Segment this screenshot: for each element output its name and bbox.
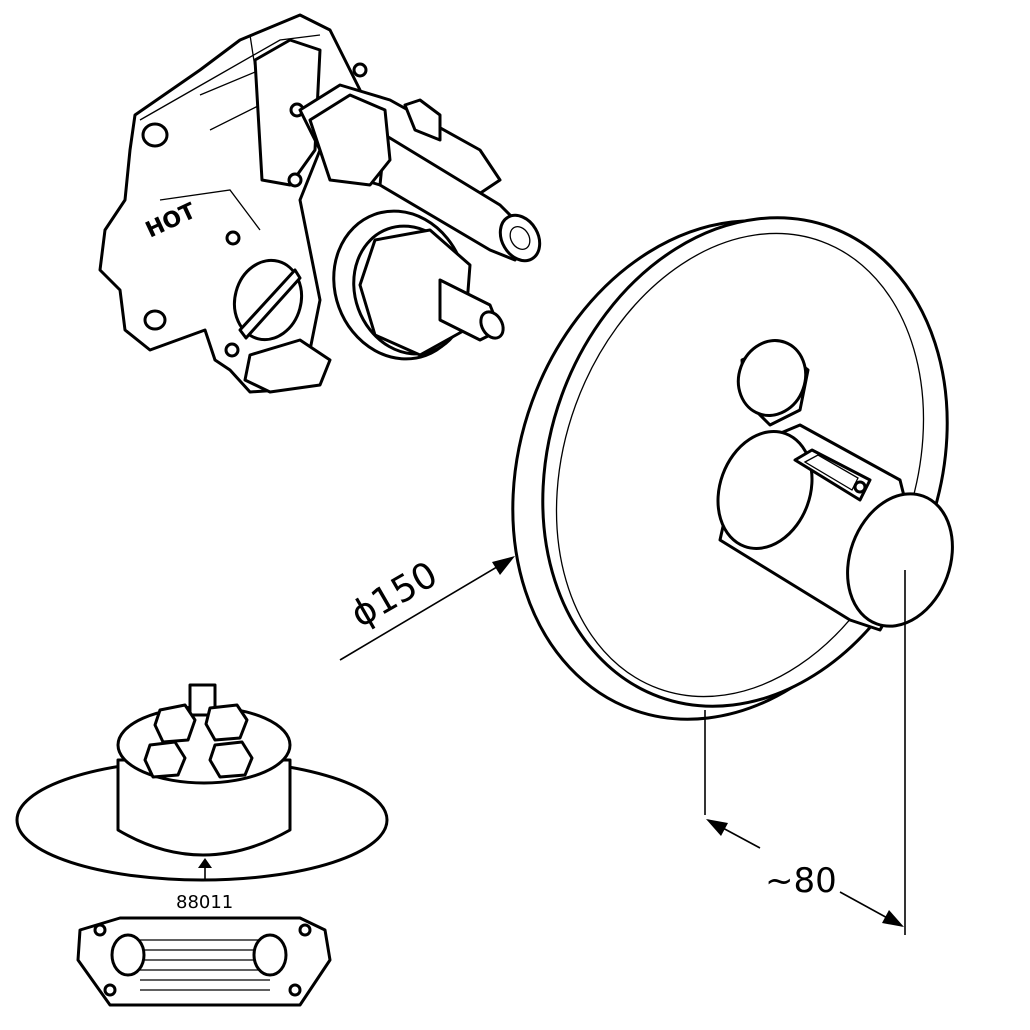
depth-dimension: ~80 bbox=[704, 570, 906, 935]
diameter-label: ϕ150 bbox=[344, 554, 445, 636]
thermostatic-trim bbox=[511, 216, 954, 721]
depth-label: ~80 bbox=[765, 861, 837, 901]
diameter-dimension: ϕ150 bbox=[339, 554, 515, 661]
rough-in-valve: HOT bbox=[98, 13, 542, 394]
installation-box: 88011 bbox=[15, 683, 389, 1007]
part-number-label: 88011 bbox=[176, 892, 233, 913]
